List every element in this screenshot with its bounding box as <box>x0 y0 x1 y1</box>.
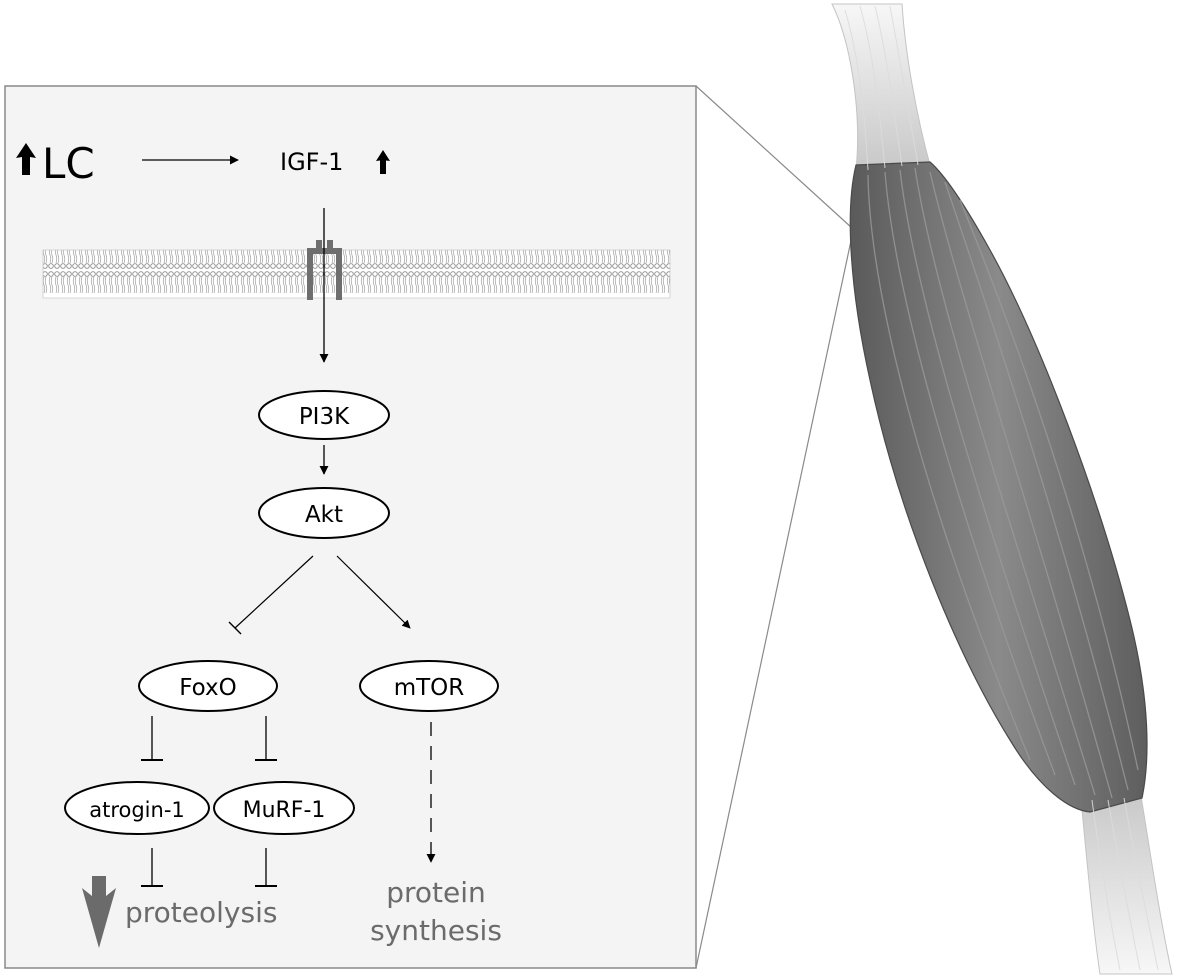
murf-node <box>213 781 355 835</box>
atrogin-node <box>64 781 210 835</box>
up-arrow-icon <box>376 150 390 174</box>
inhibition-bar <box>228 621 242 635</box>
zoom-line-bottom <box>695 235 853 969</box>
proteolysis-label: proteolysis <box>125 896 277 929</box>
up-arrow-icon <box>16 143 36 175</box>
mtor-node <box>359 660 499 712</box>
cell-membrane <box>42 249 671 299</box>
pi3k-node <box>258 390 390 440</box>
pi3k-label: PI3K <box>299 404 350 430</box>
mtor-label: mTOR <box>394 675 465 701</box>
akt-inhibits-foxo <box>234 555 314 629</box>
akt-to-mtor-arrow <box>336 555 411 629</box>
muscle-illustration <box>831 3 1173 975</box>
akt-label: Akt <box>305 502 343 528</box>
down-arrow-icon <box>82 876 116 948</box>
lc-label: LC <box>42 139 95 188</box>
akt-node <box>258 487 390 539</box>
protein-label: protein <box>386 876 486 909</box>
synthesis-label: synthesis <box>370 914 502 947</box>
igf-label: IGF-1 <box>280 148 343 176</box>
foxo-label: FoxO <box>179 675 237 701</box>
foxo-node <box>138 660 278 712</box>
atrogin-label: atrogin-1 <box>89 798 185 822</box>
murf-label: MuRF-1 <box>243 798 326 823</box>
zoom-line-top <box>695 85 853 229</box>
